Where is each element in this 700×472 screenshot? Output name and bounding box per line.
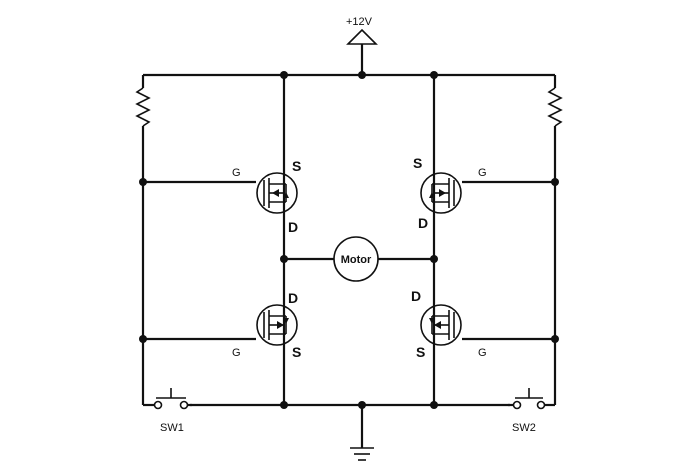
junction-node xyxy=(139,335,147,343)
mosfet-q4-body xyxy=(420,304,462,346)
motor: Motor xyxy=(333,236,379,282)
junction-node xyxy=(551,178,559,186)
switch-sw1-label: SW1 xyxy=(160,422,184,434)
mosfet-q1: G S D xyxy=(232,158,301,235)
mosfet-q3-source-label: S xyxy=(292,344,301,360)
junction-nodes xyxy=(139,71,559,409)
junction-node xyxy=(430,255,438,263)
junction-node xyxy=(358,401,366,409)
mosfet-q2-drain-label: D xyxy=(418,215,428,231)
mosfet-q2-body xyxy=(420,172,462,214)
mosfet-q3-drain-label: D xyxy=(288,290,298,306)
supply-triangle xyxy=(346,28,378,45)
junction-node xyxy=(280,255,288,263)
resistor-left xyxy=(135,75,151,405)
mosfet-q2-source-label: S xyxy=(413,155,422,171)
mosfet-q4: G D S xyxy=(411,288,487,360)
mosfet-q3-gate-label: G xyxy=(232,347,241,359)
supply-label: +12V xyxy=(346,16,373,28)
ground-symbol xyxy=(350,405,374,461)
mosfet-q1-source-label: S xyxy=(292,158,301,174)
resistor-right xyxy=(547,75,563,405)
junction-node xyxy=(358,71,366,79)
mosfet-q4-source-label: S xyxy=(416,344,425,360)
mosfet-q1-drain-label: D xyxy=(288,219,298,235)
mosfet-q4-gate-label: G xyxy=(478,347,487,359)
junction-node xyxy=(280,71,288,79)
junction-node xyxy=(139,178,147,186)
switch-sw2-label: SW2 xyxy=(512,422,536,434)
mosfet-q1-gate-label: G xyxy=(232,167,241,179)
motor-label: Motor xyxy=(341,254,372,266)
mosfet-q1-body xyxy=(256,172,298,214)
junction-node xyxy=(430,401,438,409)
junction-node xyxy=(551,335,559,343)
mosfet-q3-body xyxy=(256,304,298,346)
mosfet-q3: G D S xyxy=(232,290,301,360)
mosfet-q4-drain-label: D xyxy=(411,288,421,304)
resistor-left-zigzag xyxy=(135,87,151,127)
motor-circle xyxy=(333,236,379,282)
mosfet-q2-gate-label: G xyxy=(478,167,487,179)
resistor-right-zigzag xyxy=(547,87,563,127)
switch-sw1: SW1 xyxy=(143,388,192,434)
junction-node xyxy=(430,71,438,79)
junction-node xyxy=(280,401,288,409)
mosfet-q2: G S D xyxy=(413,155,487,231)
switch-sw2: SW2 xyxy=(508,388,555,434)
supply-symbol: +12V xyxy=(346,16,378,75)
